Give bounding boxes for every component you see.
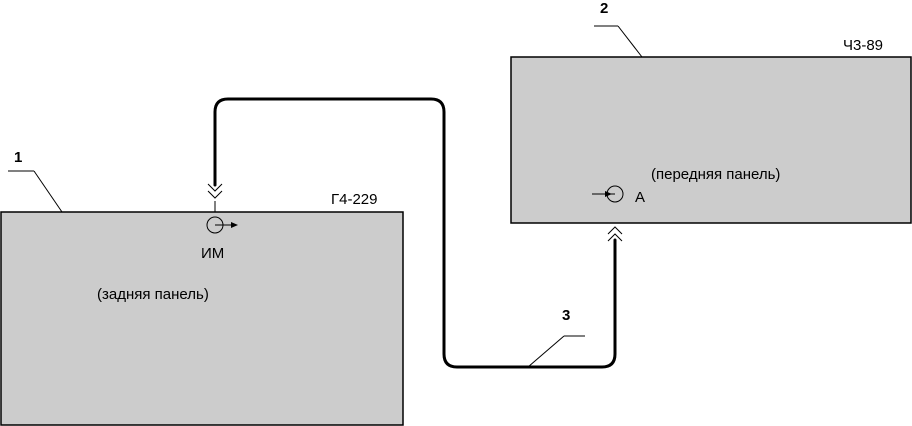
cable-plug-counter-icon — [607, 226, 623, 242]
generator-leader — [8, 170, 63, 213]
counter-block — [510, 56, 912, 224]
generator-panel-label: (задняя панель) — [97, 286, 209, 303]
counter-panel-label: (передняя панель) — [651, 166, 780, 183]
counter-number: 2 — [600, 0, 608, 17]
connection-cable — [213, 97, 617, 369]
counter-model: Ч3-89 — [843, 37, 883, 54]
counter-connector-label: А — [635, 189, 645, 206]
cable-number: 3 — [562, 307, 570, 324]
generator-block — [0, 211, 404, 426]
generator-number: 1 — [14, 149, 22, 166]
generator-connector-label: ИМ — [201, 245, 224, 262]
cable-leader — [527, 335, 585, 368]
generator-model: Г4-229 — [331, 191, 378, 208]
counter-leader — [594, 25, 643, 58]
input-connector-icon — [592, 185, 624, 203]
output-connector-icon — [206, 201, 238, 234]
cable-plug-generator-icon — [207, 183, 223, 199]
